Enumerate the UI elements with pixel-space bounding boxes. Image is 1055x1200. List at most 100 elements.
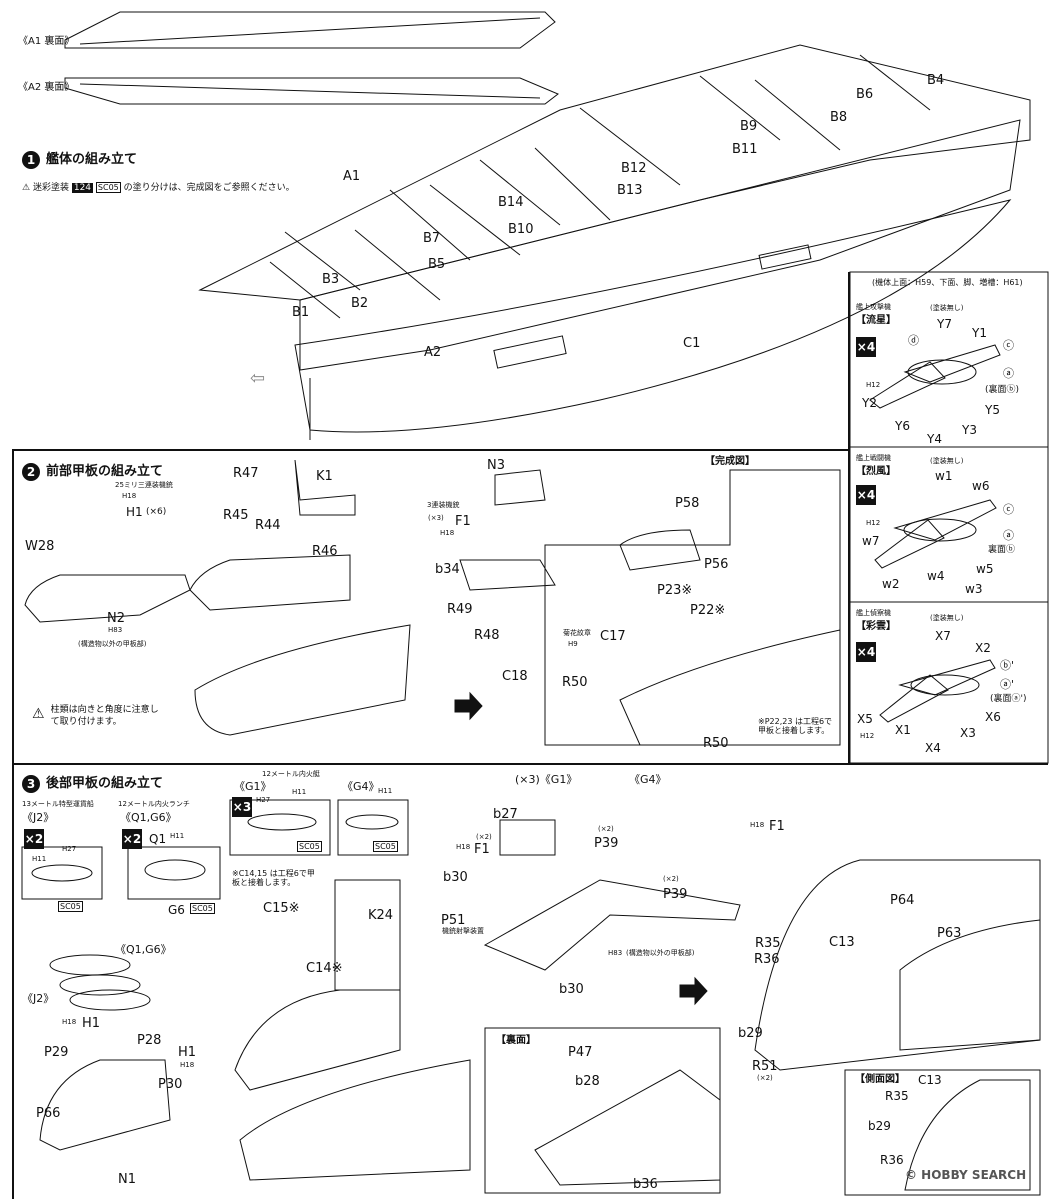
g4-callout: 《G4》 [629,773,667,786]
part-b27: b27 [493,807,518,822]
step3-f1-h18: H18 [456,843,471,851]
g1-sc05: SC05 [297,841,322,852]
paint-note-suffix: の塗り分けは、完成図をご参照ください。 [123,183,295,193]
ryusei-decal-back: (裏面ⓑ) [985,385,1020,395]
caution-icon: ⚠ [32,706,45,722]
part-b30b: b30 [559,982,584,997]
part-b3: B3 [322,272,340,287]
p51-note: 機銃射撃装置 [442,927,484,935]
hull-a1 [198,44,1031,301]
part-f1-step2: F1 [455,514,471,529]
step2-triple-gun: 3連装機銃 [427,501,460,509]
part-c1: C1 [683,336,701,351]
part-r45: R45 [223,508,249,523]
saiun-x5: X5 [857,712,873,726]
part-b12: B12 [621,161,647,176]
step2-bottom-rule [12,763,1048,765]
k1-part [294,459,356,516]
step2-h18: H18 [122,492,137,500]
paint-code-124: 124 [71,183,94,193]
step2-caution-text: 柱類は向きと角度に注意して取り付けます。 [50,705,159,727]
part-h1b: H1 [178,1045,197,1060]
reppu-decal-c: ⓒ [1003,503,1014,516]
part-r46: R46 [312,544,338,559]
part-f1-right: F1 [769,819,785,834]
part-r50-b: R50 [703,736,729,751]
warning-icon: ⚠ [22,183,31,193]
ryusei-nopaint: (塗装無し) [930,304,964,312]
q1-type: 12メートル内火ランチ [118,800,190,808]
reppu-w3: w3 [965,582,983,596]
step3-title-text: 後部甲板の組み立て [46,776,164,791]
part-b34: b34 [435,562,460,577]
part-b4: B4 [927,73,945,88]
reppu-w5: w5 [976,562,994,576]
watermark: © HOBBY SEARCH [905,1168,1027,1182]
step3-h18-right: H18 [180,1061,195,1069]
ryusei-y4: Y4 [927,432,942,446]
step2-aa-note: 25ミリ三連装機銃 [115,481,173,489]
step3-number: 3 [22,774,40,793]
reppu-name: 【烈風】 [856,466,896,477]
part-f1-step3: F1 [474,842,490,857]
q1-qty: ×2 [122,829,142,849]
g6-sc05: SC05 [190,903,215,914]
direction-arrow-icon: ⇦ [250,368,266,389]
part-w28: W28 [25,539,55,554]
part-b10: B10 [508,222,534,237]
sprue-a1-outline [64,11,556,49]
q1g6-callout: 《Q1,G6》 [115,943,172,956]
part-a2: A2 [424,345,442,360]
ryusei-qty: ×4 [856,337,876,357]
part-b9: B9 [740,119,758,134]
step3-right-h18: H18 [750,821,765,829]
part-p29: P29 [44,1045,69,1060]
reppu-decal-a: ⓐ [1003,529,1014,542]
saiun-qty: ×4 [856,642,876,662]
saiun-x3: X3 [960,726,976,740]
g4-sc05: SC05 [373,841,398,852]
part-p47: P47 [568,1045,593,1060]
part-c18: C18 [502,669,528,684]
hull-a2 [299,119,1021,371]
part-p51: P51 [441,913,466,928]
aft-deck-plate [483,879,741,971]
reppu-type: 艦上戦闘機 [856,454,891,462]
part-p39b: P39 [663,887,688,902]
part-c13: C13 [829,935,855,950]
ryusei-h12: H12 [866,381,881,389]
j2-type: 13メートル特型運貨船 [22,800,94,808]
part-b5: B5 [428,257,446,272]
part-b14: B14 [498,195,524,210]
part-r51: R51 [752,1059,778,1074]
step3-h18-left: H18 [62,1018,77,1026]
part-b7: B7 [423,231,441,246]
ryusei-y2: Y2 [862,396,877,410]
side-part-r36: R36 [880,1153,904,1167]
step2-f1-h18: H18 [440,529,455,537]
step2-caution: ⚠ 柱類は向きと角度に注意して取り付けます。 [32,705,162,728]
deck-n2 [24,574,191,623]
step2-number: 2 [22,462,40,481]
sprue-a2-outline [64,77,559,105]
part-k1: K1 [316,469,333,484]
g1-h27: H27 [256,796,271,804]
ryusei-decal-a: ⓐ [1003,367,1014,380]
part-b28: b28 [575,1074,600,1089]
k24-part [334,879,401,991]
c14-note: ※C14,15 は工程6で甲板と接着します。 [232,869,315,887]
part-b36: b36 [633,1177,658,1192]
aircraft-paint-header: (機体上面：H59、下面、脚、増槽：H61) [872,278,1023,287]
g1-type: 12メートル内火艇 [262,770,320,778]
part-b11: B11 [732,142,758,157]
g1-qty: ×3 [232,797,252,817]
ryusei-y7: Y7 [937,317,952,331]
step2-deck-note: (構造物以外の甲板部) [78,640,147,648]
p39-qty: (×2) [598,825,614,833]
ryusei-y5: Y5 [985,403,1000,417]
part-c15: C15※ [263,901,300,916]
part-p56: P56 [704,557,729,572]
part-b13: B13 [617,183,643,198]
saiun-x6: X6 [985,710,1001,724]
